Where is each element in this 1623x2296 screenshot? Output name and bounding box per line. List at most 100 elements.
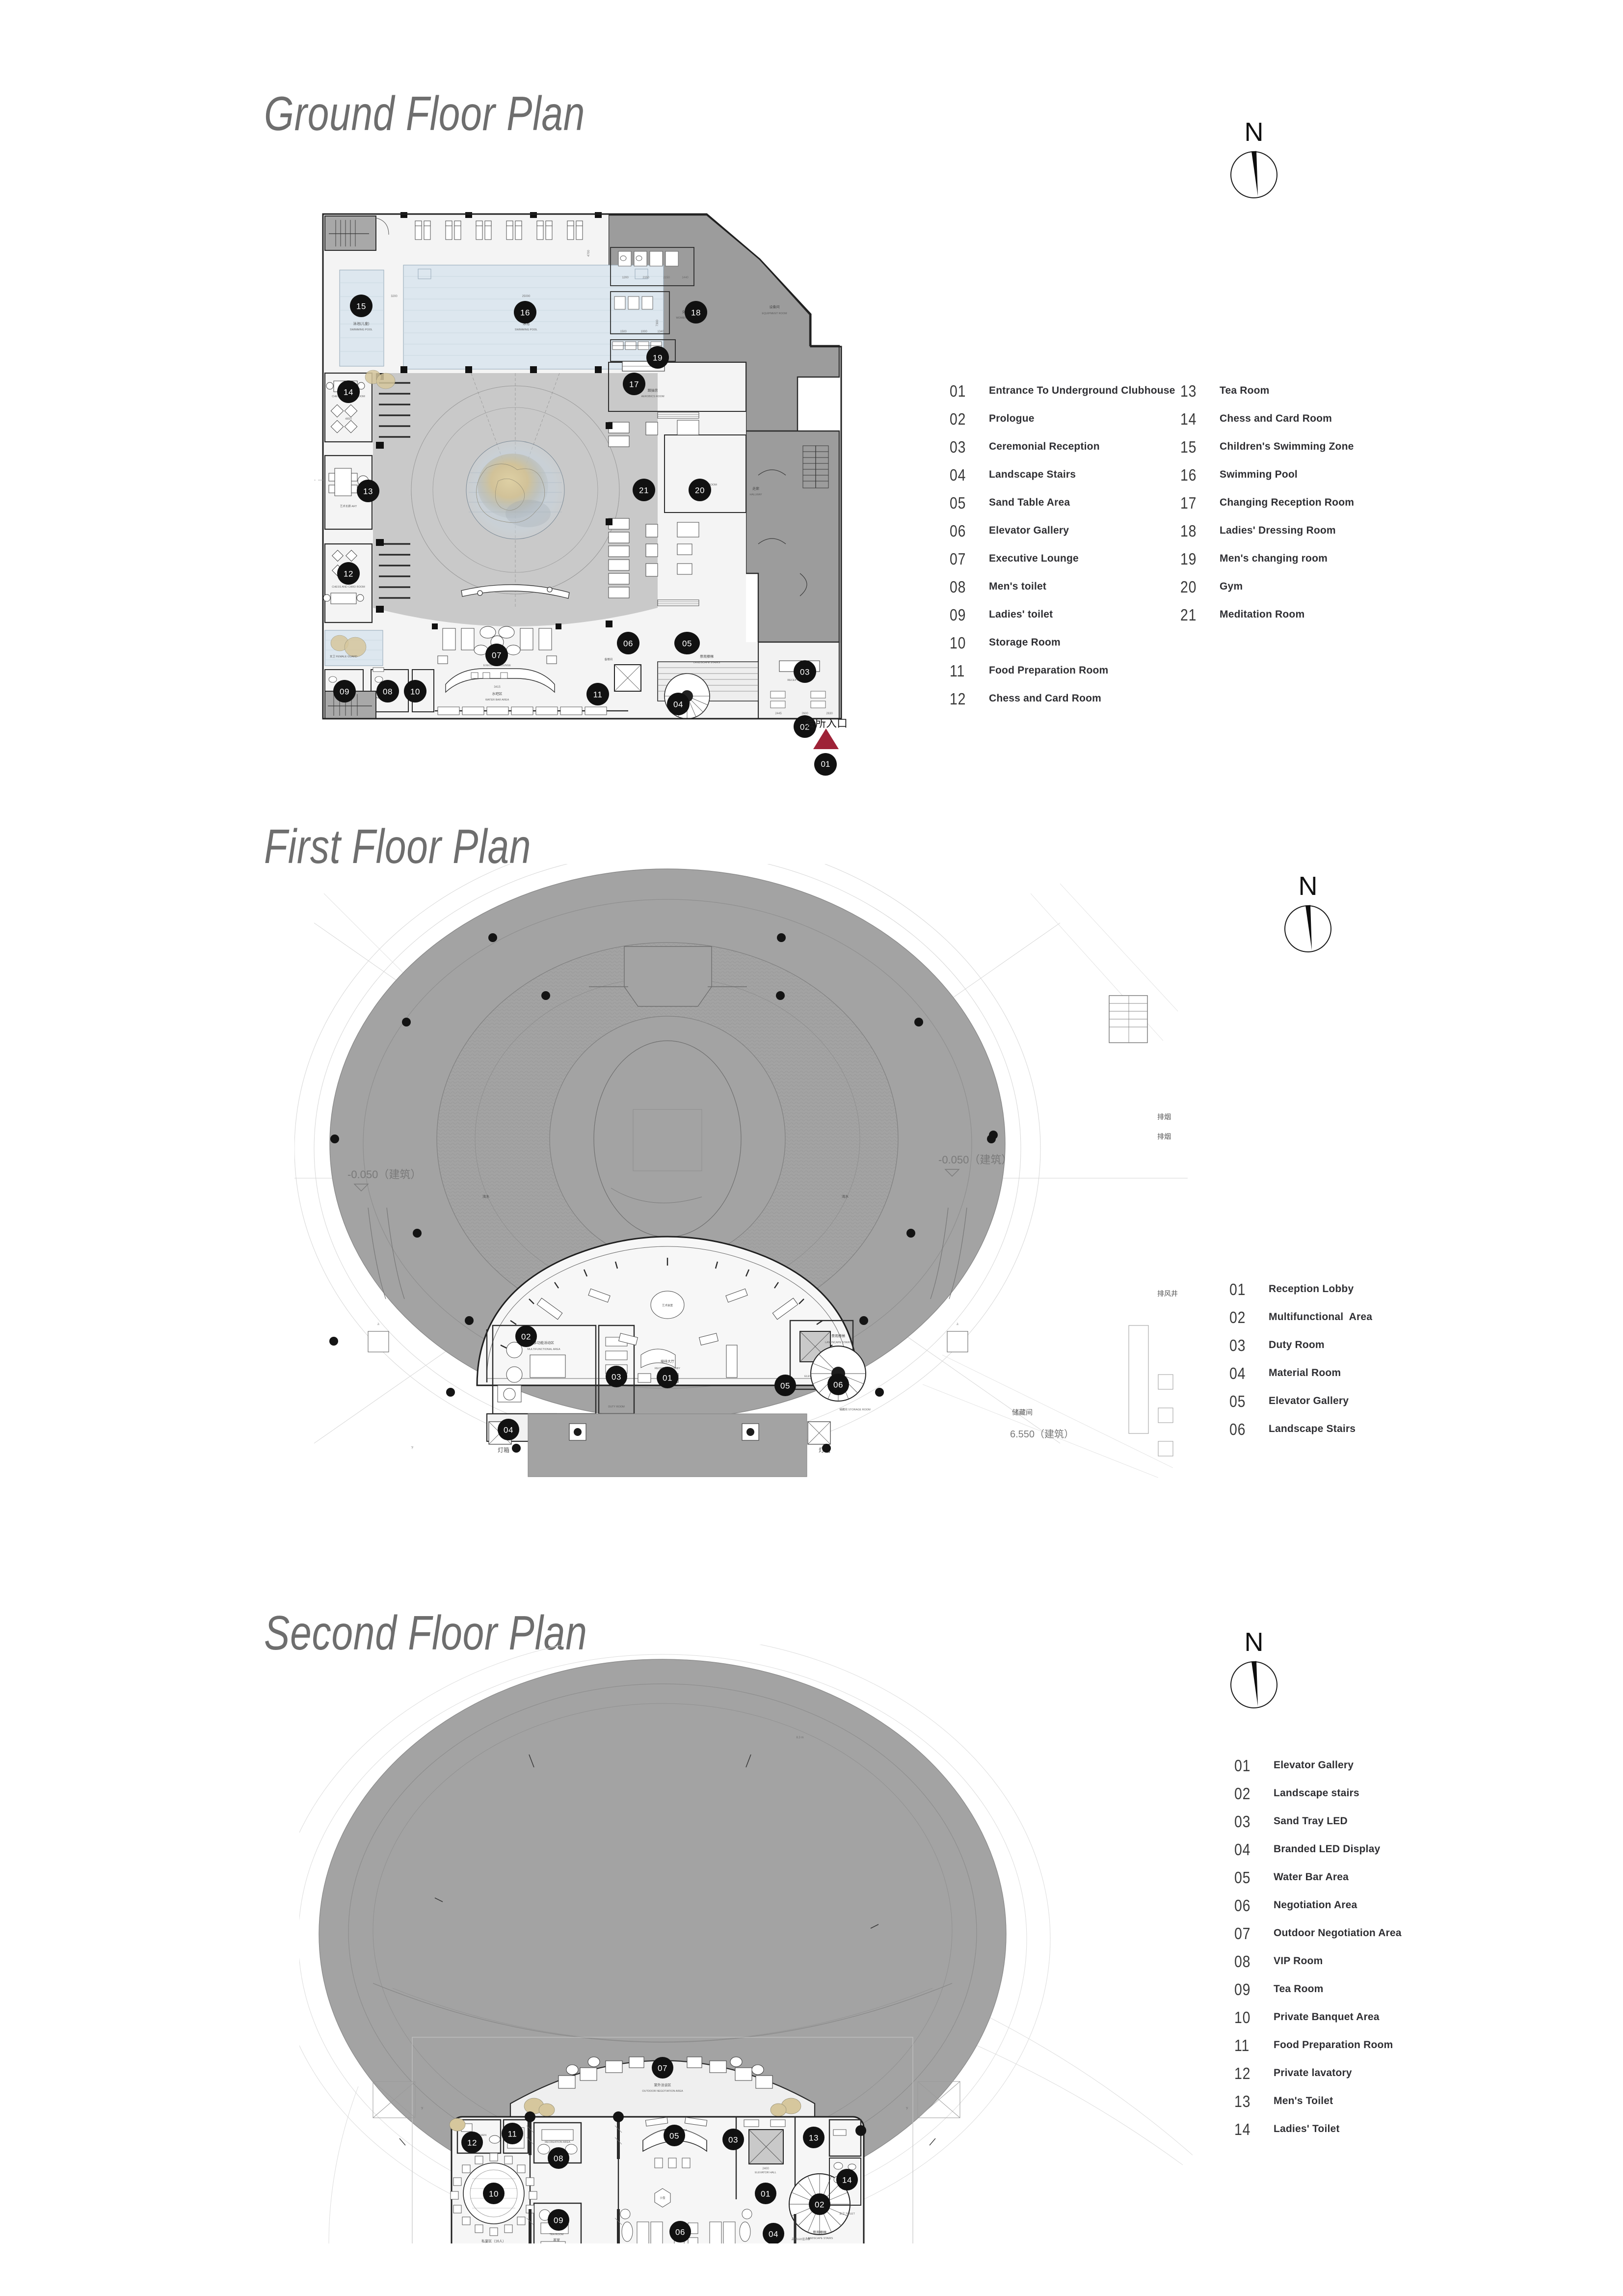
legend-label: Reception Lobby — [1269, 1283, 1354, 1295]
legend-number: 13 — [1234, 2092, 1251, 2110]
legend-number: 11 — [1234, 2036, 1250, 2054]
dim-r2: 2600 — [801, 712, 808, 715]
second-markers: 07 12 11 08 10 09 05 03 13 14 01 02 06 0… — [461, 2057, 858, 2243]
label-down-left: 下 — [411, 1446, 414, 1450]
legend-number: 03 — [1229, 1336, 1246, 1354]
svg-text:05: 05 — [669, 2132, 679, 2141]
legend-number: 03 — [1234, 1812, 1251, 1831]
dim-t3: 2150 — [663, 276, 670, 279]
legend-number: 04 — [1234, 1840, 1251, 1859]
compass-dial — [1230, 1661, 1277, 1708]
label-storage-en: 储藏间 STORAGE ROOM — [839, 1407, 871, 1411]
label-landscape-stairs-cn: 景观楼梯 — [700, 654, 714, 659]
label-aerobics-cn: 踏操房 — [648, 388, 658, 393]
label-aerobics-en: AEROBICS ROOM — [641, 395, 664, 398]
label-duty: DUTY ROOM — [608, 1405, 625, 1408]
marker-14: 14 — [836, 2169, 858, 2190]
marker-04: 04 — [667, 693, 690, 715]
svg-text:03: 03 — [800, 668, 810, 677]
first-floor-title: First Floor Plan — [264, 819, 532, 873]
label-elev2: 6.550（建筑） — [1010, 1429, 1074, 1440]
marker-02: 02 — [809, 2193, 830, 2215]
legend-label: Private lavatory — [1274, 2067, 1352, 2079]
svg-text:04: 04 — [504, 1426, 513, 1435]
svg-text:07: 07 — [658, 2064, 667, 2073]
legend-label: Men's Toilet — [1274, 2095, 1333, 2107]
label-equipment-room-en: EQUIPMENT ROOM — [762, 312, 787, 315]
legend-number: 14 — [1234, 2120, 1251, 2138]
label-lstairs2-cn: 景观楼梯 — [813, 2230, 826, 2235]
legend-label: Tea Room — [1274, 1983, 1324, 1995]
legend-number: 07 — [1234, 1924, 1251, 1943]
legend-label: Sand Tray LED — [1274, 1815, 1348, 1827]
svg-text:01: 01 — [761, 2189, 771, 2199]
first-floor-legend: 01 Reception Lobby 02 Multifunctional Ar… — [1229, 1281, 1504, 1453]
marker-06: 06 — [669, 2221, 691, 2242]
legend-number: 06 — [1229, 1420, 1246, 1438]
legend-number: 20 — [1180, 578, 1197, 596]
legend-label: Negotiation Area — [1274, 1899, 1357, 1911]
marker-12: 12 — [337, 562, 360, 585]
marker-01: 01 — [755, 2183, 776, 2204]
svg-text:20: 20 — [695, 486, 705, 495]
label-waterbar-en: WATER BAR AREA — [485, 699, 509, 702]
legend-label: Branded LED Display — [1274, 1843, 1381, 1855]
svg-text:01: 01 — [663, 1374, 672, 1383]
svg-text:09: 09 — [340, 687, 349, 697]
marker-07: 07 — [485, 644, 508, 666]
legend-label: Executive Lounge — [989, 553, 1079, 564]
marker-20: 20 — [689, 479, 711, 501]
legend-label: Water Bar Area — [1274, 1871, 1349, 1883]
legend-number: 01 — [950, 382, 966, 400]
label-led-display: 品牌LED显示屏 — [792, 2237, 811, 2241]
marker-09: 09 — [333, 680, 356, 702]
marker-03: 03 — [722, 2129, 744, 2150]
svg-text:11: 11 — [593, 690, 603, 700]
svg-text:19: 19 — [653, 353, 663, 363]
legend-label: Food Preparation Room — [1274, 2039, 1393, 2051]
label-skylight: 艺术装置 — [662, 1303, 673, 1307]
label-chess12-en: CHESS AND CARD ROOM — [332, 586, 365, 589]
compass-north-label: N — [1244, 1627, 1264, 1657]
legend-number: 17 — [1180, 494, 1197, 512]
svg-text:08: 08 — [383, 687, 393, 697]
label-pool-cn: 泳池 — [523, 322, 530, 326]
svg-text:21: 21 — [639, 486, 649, 495]
marker-02: 02 — [515, 1325, 537, 1347]
label-lstairs-en: LANDSCAPE STAIRS — [825, 1341, 852, 1344]
legend-number: 02 — [1234, 1784, 1251, 1803]
legend-number: 04 — [1229, 1364, 1246, 1382]
ground-floor-title: Ground Floor Plan — [264, 86, 585, 140]
legend-number: 15 — [1180, 438, 1197, 456]
dim-t1: 1200 — [622, 276, 629, 279]
marker-05: 05 — [674, 632, 700, 654]
dim-ellipse: 8.3 m — [796, 1736, 803, 1739]
legend-label: Entrance To Underground Clubhouse — [989, 385, 1175, 396]
elevation-right: -0.050（建筑） — [938, 1154, 1012, 1166]
svg-text:05: 05 — [682, 639, 692, 648]
legend-label: Prologue — [989, 413, 1035, 424]
compass-first: N — [1278, 873, 1337, 956]
marker-18: 18 — [685, 301, 707, 324]
compass-north-label: N — [1298, 871, 1318, 901]
dim-t4: 1440 — [682, 276, 689, 279]
legend-label: Meditation Room — [1220, 609, 1305, 620]
legend-label: Ceremonial Reception — [989, 441, 1100, 452]
second-floor-drawing: 8.3 m 室外洽谈区 OUTDOOR NEGOTIATION AREA — [299, 1645, 1193, 2243]
dim-r3: 2630 — [826, 712, 833, 715]
legend-number: 05 — [950, 494, 966, 512]
label-tearoom-cn: 茶室 — [553, 2238, 560, 2242]
legend-number: 13 — [1180, 382, 1197, 400]
legend-number: 19 — [1180, 550, 1197, 568]
dim-t2: 2150 — [642, 276, 649, 279]
marker-13: 13 — [803, 2127, 825, 2148]
marker-17: 17 — [623, 373, 645, 395]
legend-number: 10 — [1234, 2008, 1251, 2026]
entrance-arrow-icon — [813, 729, 839, 749]
label-up-right: 上 — [956, 1322, 959, 1326]
marker-03: 03 — [794, 660, 816, 683]
svg-text:11: 11 — [508, 2130, 517, 2139]
marker-05: 05 — [664, 2125, 685, 2146]
legend-label: Chess and Card Room — [1220, 413, 1332, 424]
label-outdoor-cn: 室外洽谈区 — [654, 2083, 671, 2087]
